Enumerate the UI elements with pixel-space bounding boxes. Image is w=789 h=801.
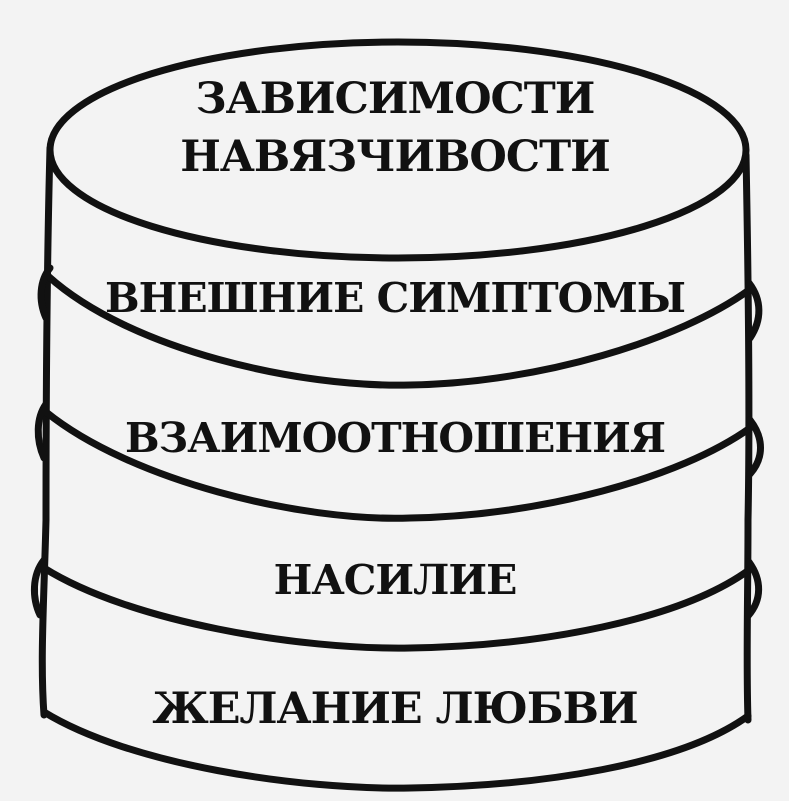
layer-label-top: ЗАВИСИМОСТИ НАВЯЗЧИВОСТИ — [40, 70, 750, 186]
layer-label-symptoms: ВНЕШНИЕ СИМПТОМЫ — [105, 274, 686, 322]
layer-label-top-line-2: НАВЯЗЧИВОСТИ — [180, 132, 610, 182]
layer-divider-2 — [42, 408, 754, 522]
right-joint-1 — [745, 279, 763, 342]
layer-label-top-line-1: ЗАВИСИМОСТИ — [195, 74, 596, 124]
layer-label-relations: ВЗАИМООТНОШЕНИЯ — [124, 414, 666, 462]
cylinder-right-side — [742, 151, 753, 724]
left-joint-3 — [31, 556, 48, 619]
cylinder-bottom-curve — [40, 708, 752, 792]
layer-divider-3 — [40, 564, 753, 652]
right-joint-3 — [744, 558, 763, 620]
layer-label-love: ЖЕЛАНИЕ ЛЮБВИ — [152, 684, 638, 734]
layer-label-violence: НАСИЛИЕ — [273, 556, 518, 604]
layer-divider-1 — [44, 272, 753, 389]
left-joint-2 — [34, 400, 50, 462]
right-joint-2 — [746, 416, 764, 478]
left-joint-1 — [37, 264, 54, 322]
cylinder-left-side — [38, 144, 54, 719]
